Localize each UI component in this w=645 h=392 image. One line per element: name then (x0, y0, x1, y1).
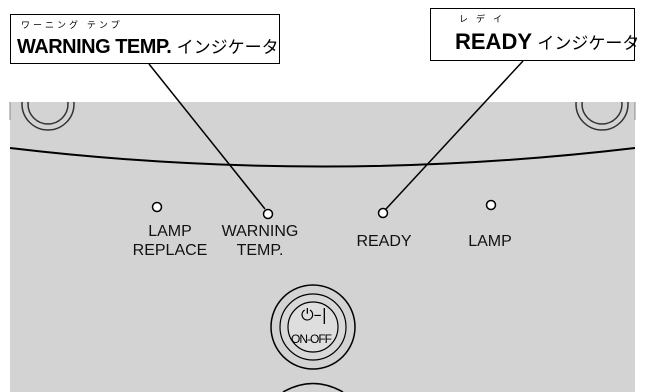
power-symbol-icon: ⏻–| (300, 305, 328, 324)
led-ready (377, 207, 389, 219)
label-warning-temp-line1: WARNING (221, 223, 299, 240)
led-lamp (485, 199, 497, 211)
callout-ready-ruby: レデイ (459, 15, 511, 25)
label-lamp-replace-line1: LAMP (148, 223, 192, 240)
label-warning-temp: WARNING TEMP. (204, 222, 316, 260)
label-lamp-replace-line2: REPLACE (132, 242, 208, 259)
label-warning-temp-line2: TEMP. (236, 242, 284, 259)
led-lamp-replace (151, 201, 163, 213)
power-button[interactable] (270, 284, 356, 370)
callout-ready: レデイ READY インジケータ (430, 8, 639, 61)
label-ready-line1: READY (356, 233, 412, 250)
leader-line-ready (385, 60, 524, 210)
callout-warning-label: WARNING TEMP. インジケータ (17, 33, 279, 59)
label-lamp-replace: LAMP REPLACE (122, 222, 218, 260)
led-warning-temp (262, 208, 274, 220)
callout-ready-label-en: READY (455, 29, 533, 54)
panel-edge-curve (9, 147, 636, 168)
callout-ready-label: READY インジケータ (455, 29, 639, 55)
callout-warning-label-jp: インジケータ (171, 38, 279, 58)
label-ready: READY (338, 232, 430, 251)
label-lamp: LAMP (450, 232, 530, 251)
label-lamp-line1: LAMP (468, 233, 512, 250)
lower-button[interactable] (282, 382, 344, 392)
leader-line-warning (148, 63, 266, 210)
callout-warning-label-en: WARNING TEMP. (17, 36, 172, 58)
callout-ready-label-jp: インジケータ (532, 34, 640, 54)
callout-warning-ruby: ワーニング テンプ (21, 21, 123, 31)
callout-warning-temp: ワーニング テンプ WARNING TEMP. インジケータ (10, 14, 280, 64)
power-button-label: ON-OFF (291, 332, 332, 346)
